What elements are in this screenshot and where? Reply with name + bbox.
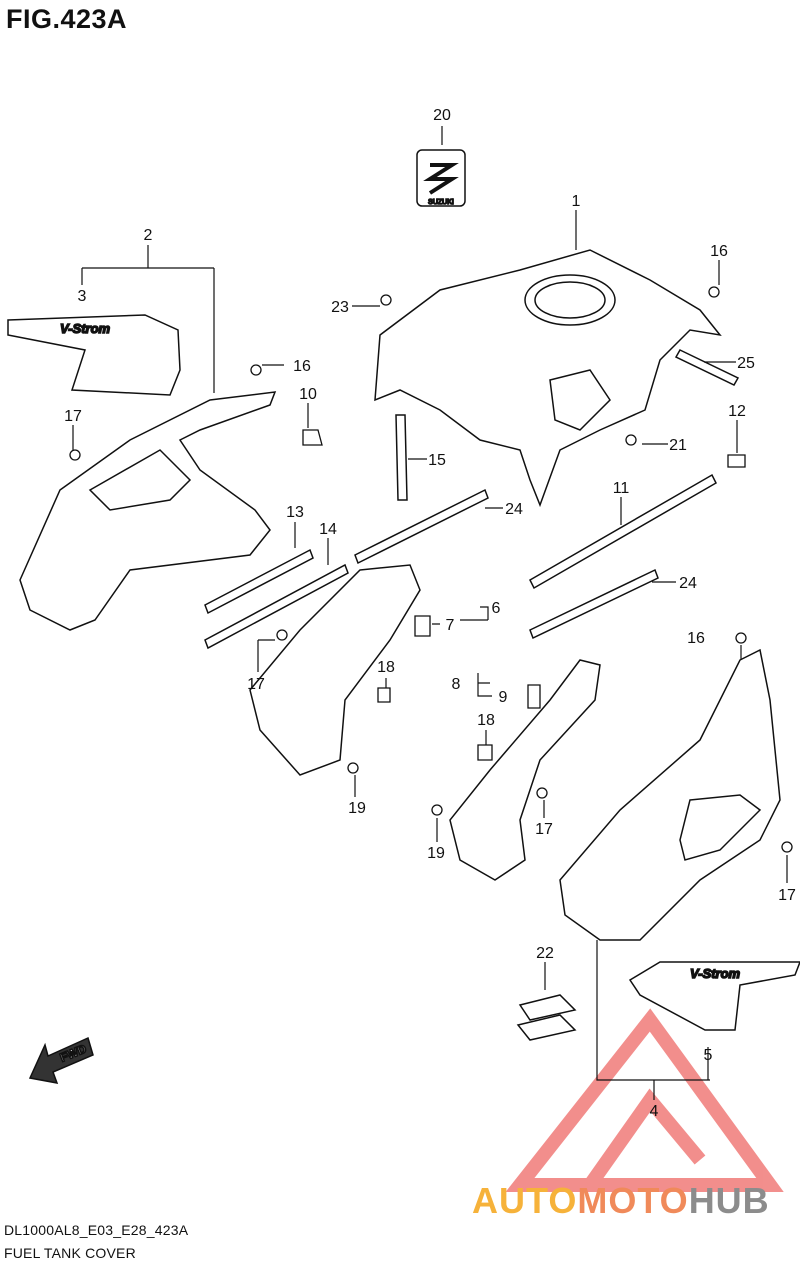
callout-4: 4 [650,1103,659,1120]
callout-16-a: 16 [293,358,311,375]
strips [204,349,740,650]
part-7-pad [414,615,431,637]
part-10-pad [302,429,323,446]
part-2-left-panel [19,391,277,631]
part-8-bracket [449,659,601,881]
callout-13: 13 [286,504,304,521]
callout-24-b: 24 [679,575,697,592]
callout-24-a: 24 [505,501,523,518]
callout-1: 1 [572,193,581,210]
watermark-logo [505,1008,784,1192]
part-18-clip-a [377,687,391,703]
fasteners [69,286,793,853]
leader-lines [72,126,788,1100]
part-4-right-panel [559,648,781,941]
callout-11: 11 [613,480,630,497]
callout-21: 21 [669,437,687,454]
callout-17-a: 17 [64,408,82,425]
part-13-strip [204,548,314,615]
callout-7: 7 [446,617,455,634]
callout-20: 20 [433,107,451,124]
part-24-strip-lower [529,568,659,640]
part-11-strip [529,473,717,590]
callout-16-b: 16 [710,243,728,260]
callout-19-b: 19 [427,845,445,862]
callout-23: 23 [331,299,349,316]
svg-text:V-Strom: V-Strom [60,321,111,336]
brackets [249,564,601,881]
model-code: DL1000AL8_E03_E28_423A [4,1222,189,1238]
small-pads [302,429,746,761]
callout-17-d: 17 [778,887,796,904]
callout-8: 8 [452,676,461,693]
callout-5: 5 [704,1047,713,1064]
figure-caption: FUEL TANK COVER [4,1245,136,1261]
callout-16-c: 16 [687,630,705,647]
part-1-tank-cover [374,249,722,508]
part-9-pad [527,684,541,709]
callout-12: 12 [728,403,746,420]
badge-text: SUZUKI [428,199,454,206]
svg-text:V-Strom: V-Strom [690,966,741,981]
part-18-clip-b [477,744,493,761]
fwd-arrow-icon: FWD [28,1036,94,1084]
part-20-badge: SUZUKI [416,149,466,207]
part-14-strip [204,563,349,650]
part-24-strip-upper [354,488,489,565]
callout-17-c: 17 [535,821,553,838]
part-12-pad [727,454,746,468]
callout-9: 9 [499,689,508,706]
part-25-strip [674,349,740,386]
callout-numbers: 20 1 2 3 16 23 16 25 10 17 12 15 21 24 1… [64,107,796,1120]
figure-title: FIG.423A [6,4,128,34]
part-15-strip [395,414,408,501]
part-6-bracket [249,564,421,776]
callout-18-b: 18 [477,712,495,729]
callout-15: 15 [428,452,446,469]
part-5-decal: V-Strom [628,961,800,1031]
callout-2: 2 [144,227,153,244]
callout-10: 10 [299,386,317,403]
watermark-text: AUTOMOTOHUB [472,1180,770,1221]
callout-3: 3 [78,288,87,305]
part-3-decal: V-Strom [7,314,181,396]
callout-6: 6 [492,600,501,617]
callout-22: 22 [536,945,554,962]
callout-19-a: 19 [348,800,366,817]
callout-18-a: 18 [377,659,395,676]
part-22-emblem [516,994,577,1041]
callout-25: 25 [737,355,755,372]
callout-14: 14 [319,521,337,538]
callout-17-b: 17 [247,676,265,693]
